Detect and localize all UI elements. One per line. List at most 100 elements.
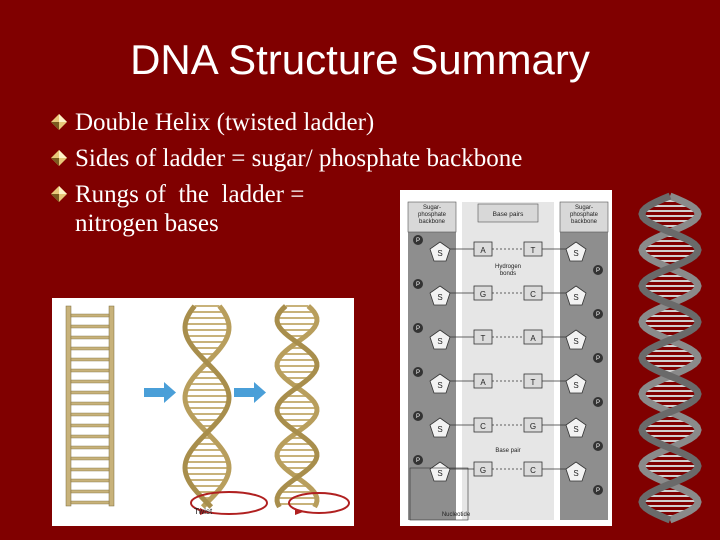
ladder-rung	[70, 467, 110, 472]
phosphate-label: P	[596, 268, 600, 274]
phosphate-circle	[413, 455, 423, 465]
sugar-label: S	[437, 293, 442, 302]
helix-strand	[638, 192, 702, 524]
straight-ladder-image	[65, 305, 115, 507]
bullet-text: Sides of ladder = sugar/ phosphate backb…	[75, 145, 523, 172]
double-helix-image	[274, 304, 320, 509]
base-pair-row: P P S S A T	[413, 235, 603, 275]
base-letter-left: A	[480, 378, 486, 387]
base-pair-row: P P S S G C	[413, 279, 603, 319]
sugar-label: S	[437, 249, 442, 258]
base-box	[523, 329, 543, 345]
ladder-rung	[70, 500, 110, 505]
phosphate-circle	[593, 309, 603, 319]
sugar-label: S	[573, 425, 578, 434]
ladder-rung	[70, 335, 110, 340]
bullet-list: Double Helix (twisted ladder) Sides of l…	[50, 108, 690, 245]
base-pair-label: Base pair	[495, 448, 520, 454]
twisting-ladder-image	[182, 304, 232, 509]
phosphate-circle	[593, 397, 603, 407]
phosphate-label: P	[416, 238, 420, 244]
bullet-item: Sides of ladder = sugar/ phosphate backb…	[50, 144, 690, 173]
phosphate-label: P	[596, 444, 600, 450]
phosphate-label: P	[416, 414, 420, 420]
bullet-item: Double Helix (twisted ladder)	[50, 108, 690, 137]
bullet-diamond-icon	[51, 186, 67, 202]
ladder-rung	[70, 346, 110, 351]
base-letter-left: A	[480, 246, 486, 255]
bullet-item: Rungs of the ladder = nitrogen bases	[50, 180, 690, 238]
ladder-rung	[70, 379, 110, 384]
phosphate-label: P	[596, 488, 600, 494]
ladder-rung	[70, 357, 110, 362]
base-box	[523, 241, 543, 257]
arrow-right-icon	[234, 382, 266, 403]
phosphate-circle	[413, 411, 423, 421]
phosphate-label: P	[416, 282, 420, 288]
sugar-pentagon	[565, 461, 587, 482]
base-letter-right: G	[530, 422, 536, 431]
sugar-label: S	[437, 469, 442, 478]
phosphate-circle	[413, 323, 423, 333]
twist-arrow-icon	[190, 491, 350, 515]
sugar-label: S	[437, 425, 442, 434]
ladder-rung	[70, 368, 110, 373]
phosphate-circle	[413, 367, 423, 377]
sugar-label: S	[573, 293, 578, 302]
base-letter-right: T	[531, 378, 536, 387]
phosphate-circle	[593, 265, 603, 275]
sugar-label: S	[437, 337, 442, 346]
phosphate-circle	[413, 279, 423, 289]
ladder-rung	[70, 456, 110, 461]
sugar-label: S	[573, 381, 578, 390]
base-letter-right: T	[531, 246, 536, 255]
ladder-rung	[70, 313, 110, 318]
ladder-rung	[70, 401, 110, 406]
helix-strand	[638, 192, 702, 524]
ladder-rung	[70, 489, 110, 494]
ladder-twist-illustration: Twist	[65, 304, 350, 516]
base-box	[523, 461, 543, 477]
sugar-pentagon	[565, 241, 587, 262]
sugar-pentagon	[429, 329, 451, 350]
phosphate-label: P	[416, 458, 420, 464]
sugar-pentagon	[565, 417, 587, 438]
ladder-rung	[70, 434, 110, 439]
helix-strand	[182, 304, 232, 509]
bullet-text: Rungs of the ladder = nitrogen bases	[75, 181, 305, 237]
base-letter-right: C	[530, 290, 536, 299]
tall-double-helix-image	[638, 192, 702, 524]
phosphate-label: P	[596, 312, 600, 318]
ladder-rung	[70, 478, 110, 483]
base-letter-left: G	[480, 290, 486, 299]
bullet-diamond-icon	[51, 150, 67, 166]
base-letter-left: C	[480, 422, 486, 431]
ladder-rung	[70, 412, 110, 417]
phosphate-label: P	[596, 400, 600, 406]
ladder-twist-figure: Twist	[52, 298, 354, 526]
twist-caption: Twist	[194, 507, 213, 516]
base-box	[523, 417, 543, 433]
base-pair-row: P P S S C G	[413, 411, 603, 451]
sugar-pentagon	[429, 241, 451, 262]
ladder-rung	[70, 445, 110, 450]
phosphate-circle	[593, 353, 603, 363]
sugar-label: S	[573, 469, 578, 478]
sugar-label: S	[573, 249, 578, 258]
base-pairs-header: Base pairs	[493, 211, 524, 218]
nucleotide-label: Nucleotide	[442, 512, 471, 518]
bullet-text: Double Helix (twisted ladder)	[75, 109, 375, 136]
sugar-pentagon	[429, 417, 451, 438]
arrow-right-icon	[144, 382, 176, 403]
ladder-rung	[70, 324, 110, 329]
phosphate-circle	[593, 485, 603, 495]
sugar-pentagon	[429, 285, 451, 306]
bullet-diamond-icon	[51, 114, 67, 130]
